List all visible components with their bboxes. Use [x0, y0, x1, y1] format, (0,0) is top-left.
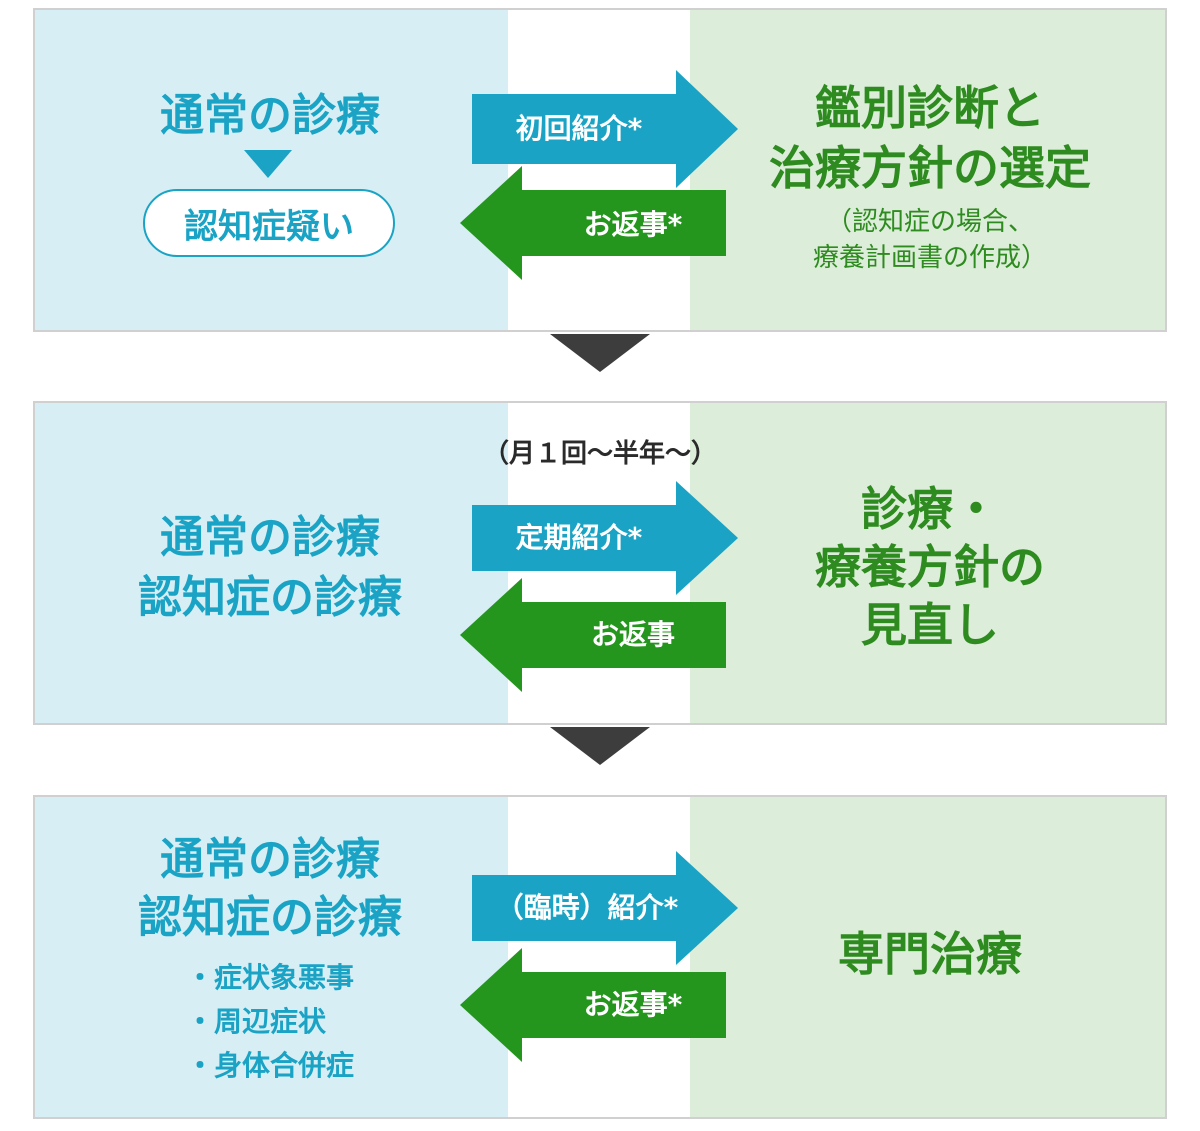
- clinic-side: [35, 797, 508, 1117]
- clinic-side: [35, 403, 508, 723]
- step2-referral-arrow: [472, 481, 738, 595]
- step1-pill-label: 認知症疑い: [184, 206, 354, 247]
- step1-right-note-line2: 療養計画書の作成）: [812, 243, 1047, 273]
- connector-arrow-1: [550, 334, 650, 372]
- step2-right-line3: 見直し: [861, 598, 999, 652]
- step2-reply-label: お返事: [590, 618, 675, 651]
- step1-right-title-line1: 鑑別診断と: [815, 81, 1045, 135]
- step2-left-line2: 認知症の診療: [138, 572, 402, 623]
- step3-referral-arrow: [472, 851, 738, 965]
- step1-left-title: 通常の診療: [160, 90, 380, 141]
- step1-suspected-pill: 認知症疑い: [143, 189, 395, 257]
- step1-referral-label: 初回紹介*: [515, 112, 643, 145]
- step2-right-line2: 療養方針の: [815, 540, 1045, 594]
- list-item: ・周辺症状: [186, 1005, 327, 1038]
- specialist-side: [690, 10, 1165, 330]
- step2-panel: [33, 401, 1167, 725]
- step3-reply-arrow: [460, 948, 726, 1062]
- step1-right-title-line2: 治療方針の選定: [769, 141, 1091, 195]
- step3-panel: [33, 795, 1167, 1119]
- step2-period-note: （月１回～半年～）: [482, 439, 717, 469]
- step3-right-title: 専門治療: [838, 927, 1022, 981]
- step2-referral-label: 定期紹介*: [515, 521, 643, 554]
- step1-reply-label: お返事*: [583, 208, 683, 241]
- step2-reply-arrow: [460, 578, 726, 692]
- step2-left-line1: 通常の診療: [160, 512, 380, 563]
- specialist-side: [690, 403, 1165, 723]
- step1-reply-arrow: [460, 166, 726, 280]
- step3-left-line2: 認知症の診療: [138, 892, 402, 943]
- step1-small-down-triangle: [244, 150, 292, 178]
- step3-reply-label: お返事*: [583, 988, 683, 1021]
- step3-referral-label: （臨時）紹介*: [495, 891, 679, 924]
- step1-panel: [33, 8, 1167, 332]
- step3-left-line1: 通常の診療: [160, 834, 380, 885]
- connector-arrow-2: [550, 727, 650, 765]
- specialist-side: [690, 797, 1165, 1117]
- step2-right-line1: 診療・: [861, 482, 999, 536]
- list-item: ・症状象悪事: [186, 961, 355, 994]
- step1-referral-arrow: [472, 70, 738, 188]
- step3-condition-list: ・症状象悪事 ・周辺症状 ・身体合併症: [186, 956, 354, 1088]
- list-item: ・身体合併症: [186, 1049, 355, 1082]
- step1-right-note-line1: （認知症の場合、: [825, 207, 1034, 237]
